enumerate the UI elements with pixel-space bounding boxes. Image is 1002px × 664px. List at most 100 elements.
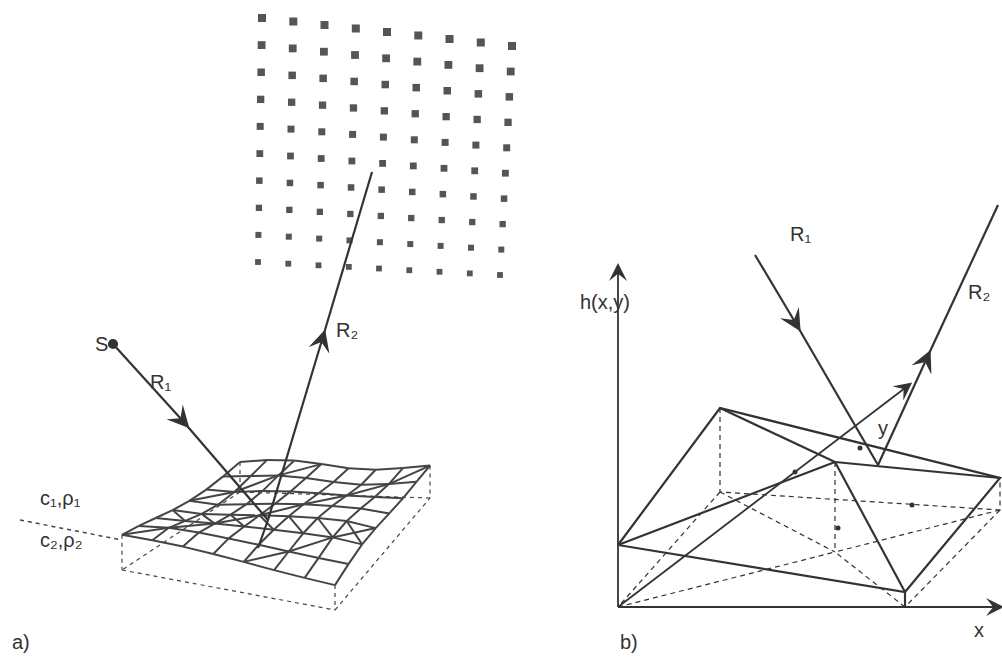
mesh-line [251, 460, 267, 476]
mesh-line [274, 570, 305, 578]
receiver-dot [255, 259, 261, 265]
mesh-line [278, 475, 306, 478]
mesh-line [289, 516, 304, 533]
mesh-line [199, 533, 229, 539]
mesh-line [275, 503, 304, 506]
ray-label: R₁ [790, 224, 811, 244]
mesh-line [289, 537, 333, 551]
mesh-line [259, 545, 289, 552]
receiver-array [255, 14, 516, 278]
mesh-line [306, 464, 321, 478]
mesh-line [334, 482, 362, 485]
receiver-dot [258, 41, 266, 49]
receiver-dot [288, 126, 295, 133]
mesh-line [347, 521, 376, 528]
receiver-dot [286, 207, 292, 213]
mesh-line [223, 475, 251, 477]
receiver-dot [382, 54, 390, 62]
mesh-line [375, 484, 389, 497]
mesh-line [291, 478, 307, 492]
receiver-dot [349, 158, 356, 165]
mesh-line [291, 491, 319, 493]
mesh-line [183, 533, 199, 547]
receiver-dot [346, 264, 352, 270]
receiver-dot [383, 28, 391, 36]
mesh-line [156, 510, 173, 518]
mesh-line [206, 476, 223, 489]
mesh-line [403, 466, 430, 469]
mesh-line [321, 464, 348, 468]
mesh-line [122, 535, 152, 540]
mesh-line [213, 538, 228, 554]
mesh-line [202, 505, 218, 514]
receiver-dot [376, 266, 382, 272]
mesh-line [361, 483, 389, 486]
source-label: S [95, 334, 108, 354]
mesh-line [349, 468, 376, 470]
mesh-line [318, 518, 347, 521]
receiver-dot [382, 81, 390, 89]
receiver-dot [441, 165, 448, 172]
mesh-line [376, 513, 390, 528]
receiver-dot [317, 182, 324, 189]
receiver-dot [508, 42, 516, 50]
receiver-dot [414, 32, 422, 40]
receiver-dot [410, 163, 417, 170]
receiver-dot [350, 104, 357, 111]
mesh-line [305, 578, 335, 585]
receiver-dot [349, 131, 356, 138]
receiver-dot [347, 211, 353, 217]
mesh-line [318, 506, 333, 518]
ray-label: R₂ [968, 282, 990, 302]
receiver-dot [476, 64, 484, 72]
receiver-dot [288, 99, 295, 106]
receiver-dot [257, 96, 264, 103]
receiver-dot [472, 142, 479, 149]
receiver-dot [442, 139, 449, 146]
receiver-dot [316, 262, 322, 268]
rays-a [109, 172, 372, 548]
mesh-line [389, 466, 430, 485]
mesh-line [274, 516, 289, 530]
mesh-line [294, 461, 321, 465]
mesh-line [240, 460, 267, 462]
receiver-dot [256, 205, 262, 211]
mesh-line [260, 504, 304, 515]
mesh-line [122, 570, 335, 610]
receiver-dot [498, 247, 504, 253]
mesh-line [189, 501, 218, 505]
receiver-dot [412, 110, 419, 117]
mesh-line [318, 518, 333, 537]
receiver-dot [317, 209, 323, 215]
mesh-line [319, 558, 349, 564]
ray-label: R₂ [336, 320, 358, 340]
panel-label: b) [620, 632, 638, 652]
mesh-line [306, 478, 334, 482]
mesh-line [121, 535, 122, 570]
mesh-line [251, 474, 279, 477]
receiver-dot [468, 245, 474, 251]
receiver-dot [469, 219, 475, 225]
receiver-dot [507, 68, 515, 76]
receiver-dot [379, 160, 386, 167]
mesh-line [334, 585, 335, 610]
axis-label: h(x,y) [580, 292, 630, 312]
mesh-line [202, 514, 215, 524]
mesh-line [303, 533, 333, 537]
receiver-dot [409, 189, 416, 196]
axis-label: y [878, 418, 888, 438]
receiver-dot [319, 102, 326, 109]
mesh-line [335, 564, 349, 585]
mesh-line [403, 482, 417, 499]
receiver-dot [443, 113, 450, 120]
axes-b [618, 272, 995, 607]
mesh-line [267, 459, 294, 462]
receiver-dot [470, 193, 477, 200]
mesh-line [215, 524, 245, 527]
receiver-dot [439, 217, 445, 223]
panel-label: a) [12, 632, 30, 652]
mesh-line [173, 501, 190, 510]
mesh-line [274, 530, 304, 534]
mesh-line [361, 497, 375, 509]
